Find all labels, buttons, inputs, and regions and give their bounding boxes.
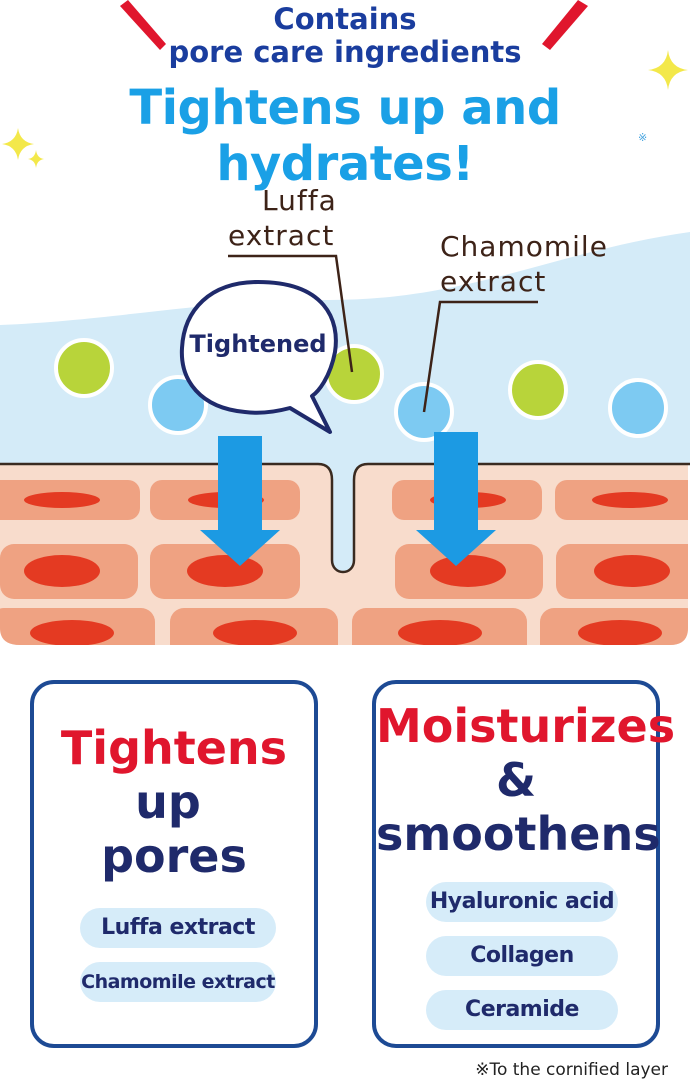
card-left-heading-3: pores: [101, 829, 247, 883]
ingredient-pill-ceramide: Ceramide: [426, 990, 618, 1030]
chamomile-label-line-2: extract: [440, 265, 547, 298]
luffa-label-line-1: Luffa: [262, 184, 337, 217]
arrow-right-icon: [416, 432, 496, 566]
pore: [0, 462, 690, 572]
sparkle-left-icon: [2, 128, 44, 168]
skin-surface-line: [0, 462, 690, 574]
chamomile-label-line-1: Chamomile: [440, 230, 608, 263]
ingredient-spheres: [54, 338, 668, 442]
card-right-heading-2: &: [495, 753, 537, 807]
arrow-left-icon: [200, 436, 280, 566]
skin-cells-row-2: [0, 544, 688, 599]
ingredient-pill-hyaluronic: Hyaluronic acid: [426, 882, 618, 922]
card-right-heading-1: Moisturizes: [376, 699, 676, 753]
card-moisturizes: Moisturizes & smoothens Hyaluronic acid …: [372, 680, 676, 1048]
footnote: ※To the cornified layer: [475, 1060, 668, 1080]
card-left-heading-2: up: [135, 775, 201, 829]
red-accent-left-icon: [120, 0, 166, 50]
card-left-heading-1: Tightens: [60, 721, 288, 775]
ingredient-pill-luffa: Luffa extract: [80, 908, 276, 948]
sparkle-right-icon: [648, 50, 688, 90]
main-headline: Tightens up and hydrates!: [129, 80, 561, 192]
chamomile-leader-line: [422, 300, 538, 413]
speech-bubble: [179, 280, 338, 434]
header-line-2: pore care ingredients: [168, 35, 522, 69]
luffa-leader-line: [228, 254, 354, 373]
ingredient-pill-chamomile: Chamomile extract: [80, 962, 276, 1002]
skin-cells-row-3: [0, 608, 688, 645]
header-line-1: Contains: [273, 2, 417, 36]
red-accent-right-icon: [542, 0, 588, 50]
skin-illustration: [0, 232, 690, 645]
speech-bubble-text: Tightened: [189, 330, 327, 358]
ingredient-pill-collagen: Collagen: [426, 936, 618, 976]
card-right-heading-3: smoothens: [376, 807, 661, 861]
headline-footnote-mark: ※: [638, 131, 648, 144]
luffa-label-line-2: extract: [228, 219, 335, 252]
card-tightens-pores: Tightens up pores Luffa extract Chamomil…: [30, 680, 318, 1048]
